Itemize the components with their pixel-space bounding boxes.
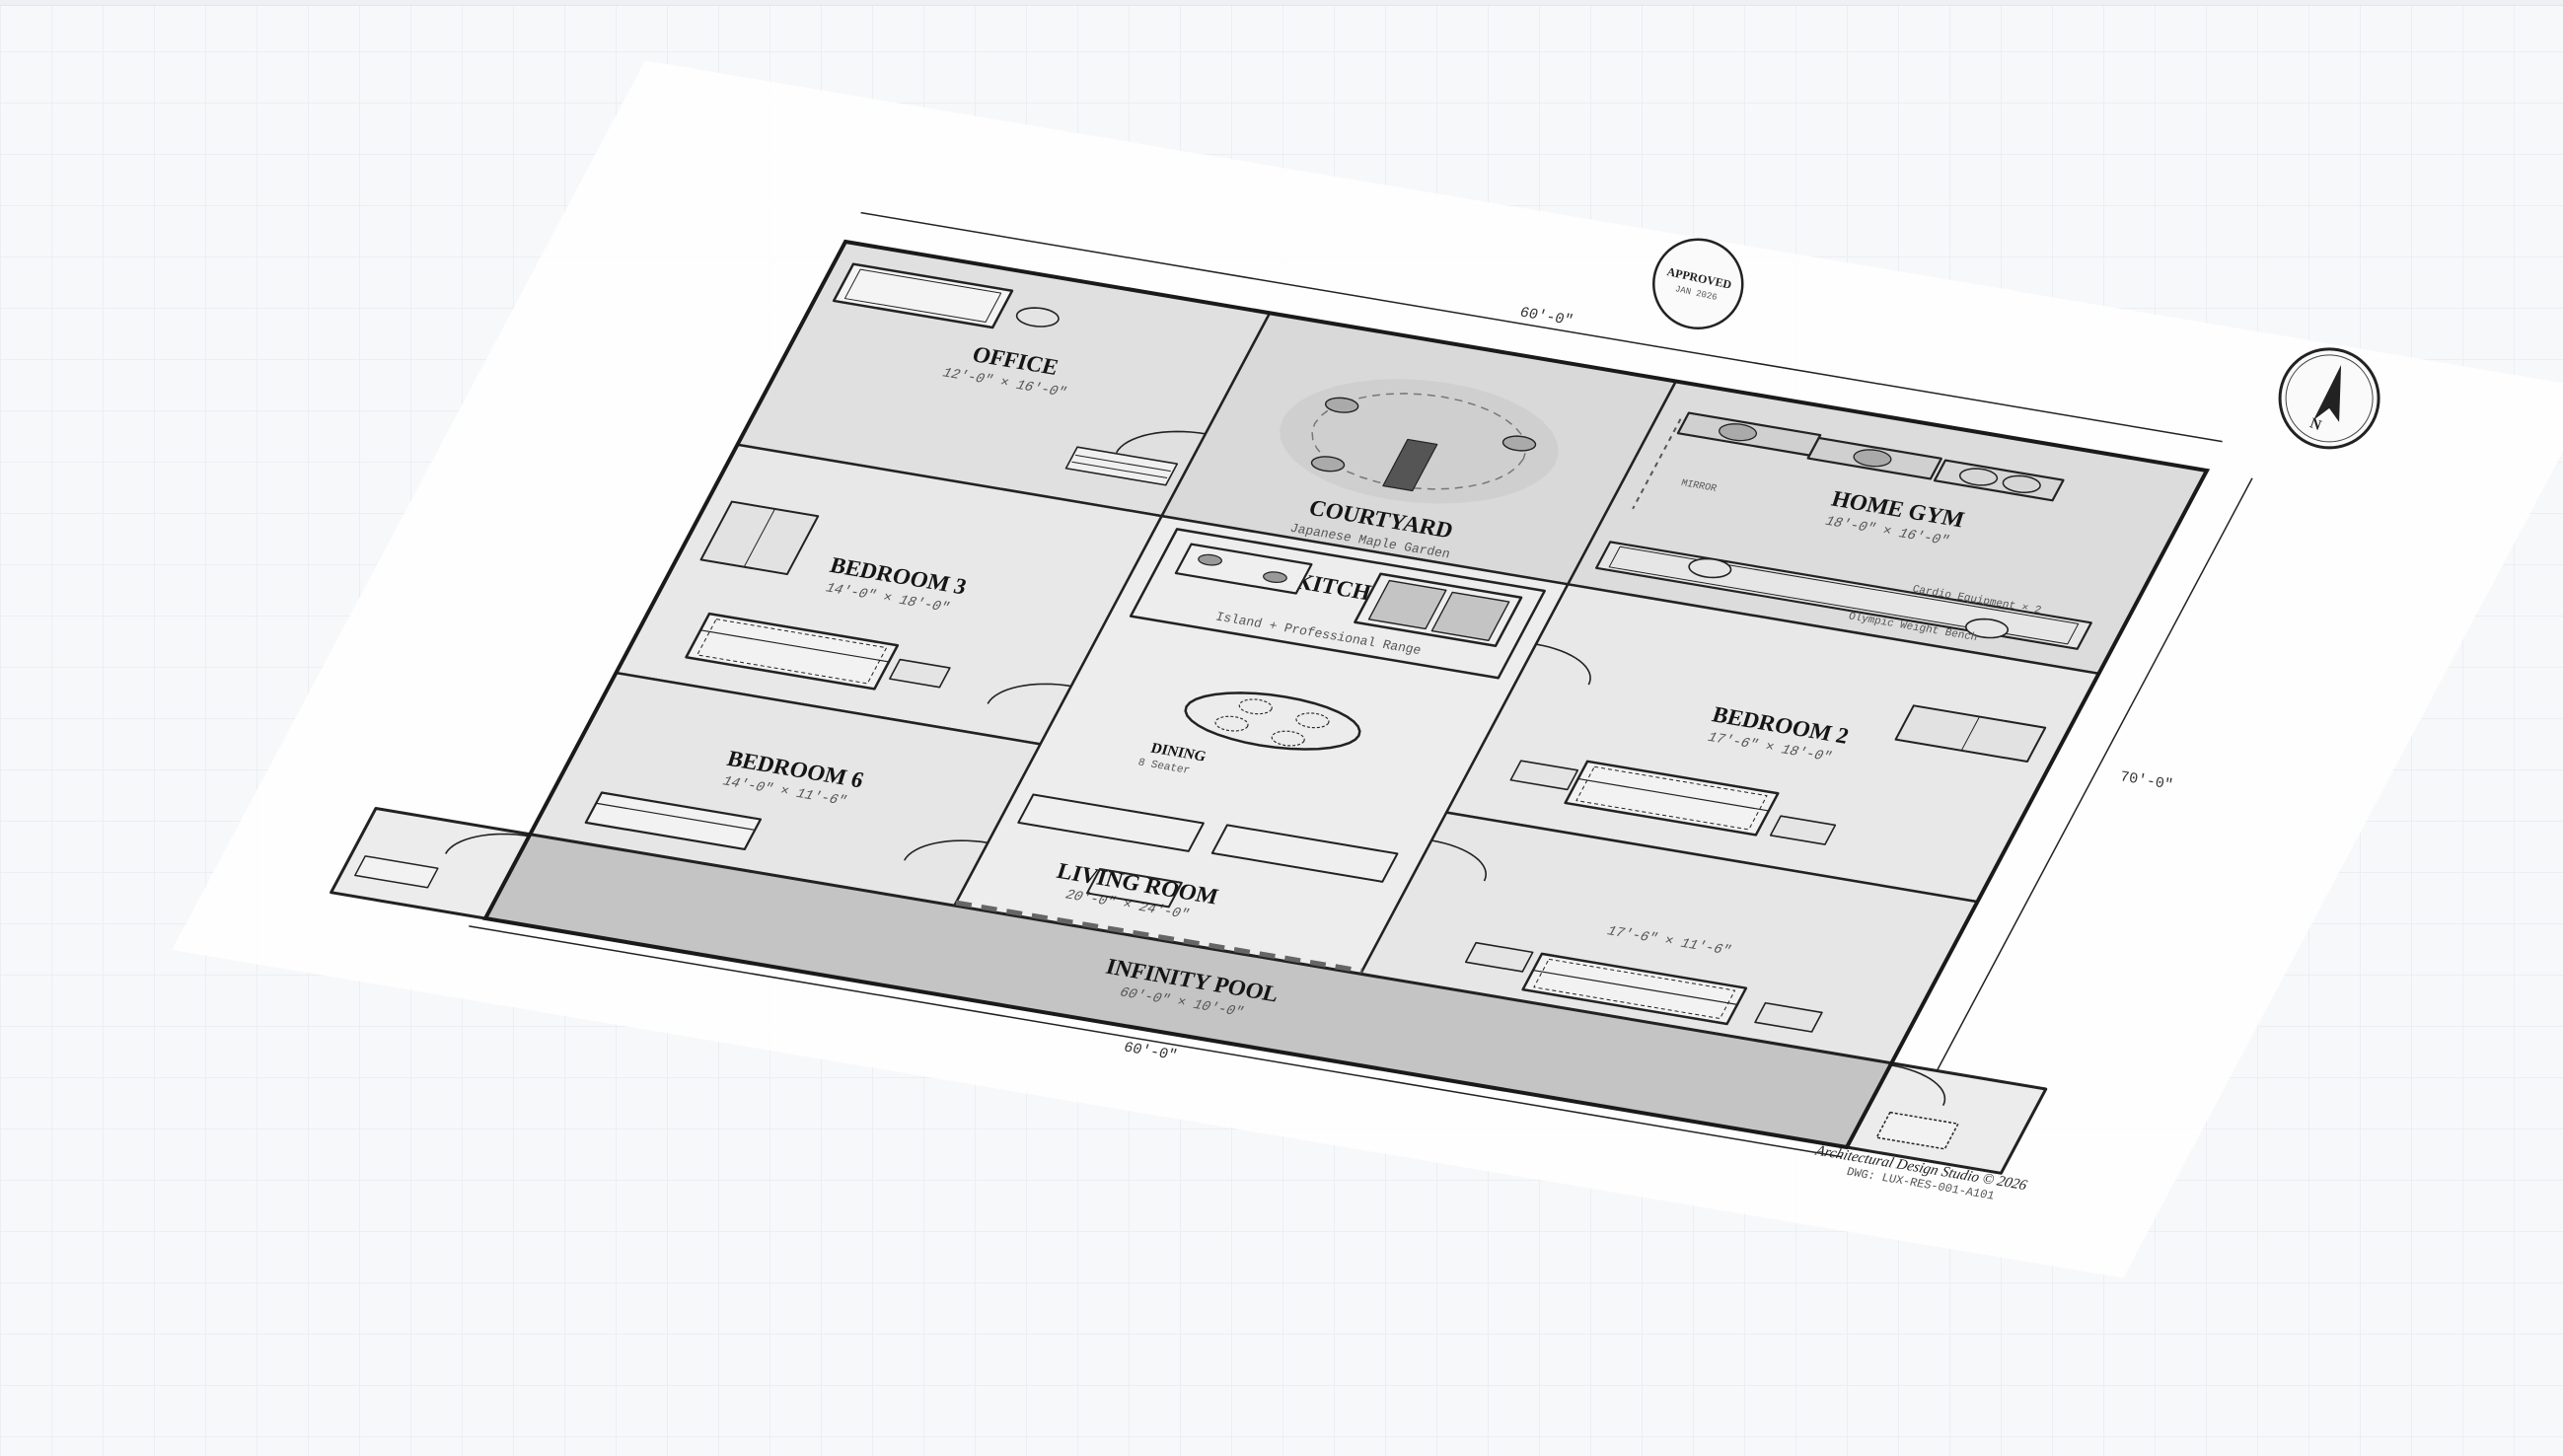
gym-mirror	[1632, 418, 1682, 510]
bedroom-3-door-swing	[987, 683, 1071, 704]
courtyard-path	[1311, 393, 1527, 490]
office-bookshelf	[1064, 446, 1179, 486]
gym-plate	[1958, 468, 1999, 486]
bed-inner	[1533, 958, 1736, 1019]
wardrobe-divider	[743, 508, 775, 567]
right-annex-door-swing	[1890, 1063, 1946, 1107]
bedroom-2-bed	[1564, 760, 1780, 837]
office-desk-inner	[843, 268, 1002, 324]
bed-inner	[1575, 765, 1768, 831]
gym-bench-inner	[1608, 546, 2080, 645]
shelf-line	[1075, 454, 1171, 473]
wardrobe-divider	[1960, 716, 1980, 752]
courtyard-bench	[1382, 438, 1438, 492]
office-desk	[832, 262, 1014, 329]
bed-pillow-line	[700, 629, 890, 663]
north-arrow-icon: N	[2278, 347, 2380, 450]
bedroom-se-bed	[1521, 952, 1748, 1026]
gym-bench-plate	[1965, 618, 2010, 639]
bedroom-3-nightstand	[889, 658, 951, 689]
island-sink	[1263, 571, 1287, 583]
dimension-line-right	[1936, 477, 2253, 1071]
left-annex-fixture	[354, 855, 439, 889]
gym-cardio-2-dot	[1853, 449, 1892, 468]
kitchen-fixtures	[1085, 528, 1546, 909]
bedroom-se-nightstand	[1754, 1001, 1823, 1033]
living-coffee-table	[1085, 867, 1183, 909]
living-sofa-2	[1210, 824, 1399, 883]
approved-stamp: APPROVED JAN 2026	[1652, 238, 1744, 330]
living-glass-door	[955, 900, 1363, 974]
compass-arrow	[2313, 364, 2342, 422]
stamp-ring	[1652, 238, 1744, 330]
bed-pillow-line	[1532, 969, 1738, 1005]
dining-chair	[1214, 715, 1249, 732]
bedroom-6-door-swing	[904, 839, 989, 861]
dining-chair	[1295, 712, 1330, 729]
bedroom-se-door-swing	[1430, 839, 1488, 882]
dining-table	[1184, 692, 1361, 751]
dining-chair	[1271, 730, 1305, 747]
compass-north-label: N	[2307, 415, 2323, 434]
bedroom-6-bed	[584, 791, 763, 851]
bed-pillow-line	[1577, 777, 1769, 812]
bed-pillow-line	[596, 802, 756, 831]
bedroom-2-door-swing	[1535, 643, 1591, 686]
gym-cardio-1-dot	[1719, 423, 1758, 442]
dining-chair	[1238, 698, 1273, 715]
range-burner-left	[1367, 579, 1447, 630]
plan-shapes	[172, 60, 2563, 1278]
shelf-line	[1071, 461, 1168, 479]
bedroom-se-nightstand	[1464, 941, 1534, 973]
dimension-line-bottom	[469, 925, 1842, 1158]
bedroom-2-nightstand	[1509, 760, 1579, 791]
compass-inner-ring	[2285, 354, 2374, 443]
gym-bench-plate	[1688, 557, 1732, 579]
exterior-wall	[481, 239, 2211, 1150]
courtyard-stone	[1324, 397, 1359, 413]
right-annex-fixture	[1875, 1111, 1959, 1150]
courtyard-stone	[1310, 456, 1346, 473]
bedroom-3-bed	[685, 612, 900, 691]
office-door-swing	[1115, 430, 1207, 454]
left-annex-door-swing	[445, 833, 530, 854]
office-chair	[1015, 307, 1060, 328]
range-burner-right	[1430, 591, 1510, 641]
dimension-line-top	[860, 211, 2223, 443]
island-sink	[1198, 553, 1222, 566]
bedroom-2-nightstand	[1769, 815, 1837, 845]
top-bar	[0, 0, 2563, 6]
gym-plate	[2002, 474, 2041, 493]
living-sofa-1	[1017, 793, 1205, 852]
courtyard-stone	[1501, 435, 1537, 452]
kitchen-counter-block	[1129, 528, 1546, 680]
